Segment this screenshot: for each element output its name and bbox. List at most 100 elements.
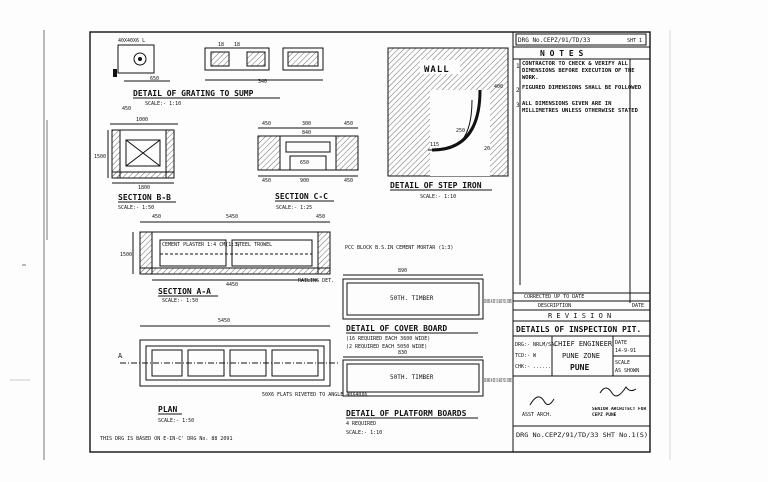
bb-dim-450: 450 [122, 106, 131, 112]
drawing-title: DETAILS OF INSPECTION PIT. [516, 325, 641, 334]
platform-boards-scale: SCALE:- 1:10 [346, 430, 382, 436]
revision-date-col: DATE [632, 303, 644, 309]
scale-value: AS SHOWN [615, 368, 639, 374]
section-bb-scale: SCALE:- 1:50 [118, 205, 154, 211]
scale-label: SCALE [615, 360, 630, 366]
authority: CHIEF ENGINEER [554, 340, 613, 348]
wall-label: WALL [424, 65, 450, 75]
cc-dim-450a: 450 [262, 121, 271, 127]
plan-scale: SCALE:- 1:50 [158, 418, 194, 424]
cover-board-detail: 890 50TH. TIMBER IRON BONDS 40 WIDE 6 SQ… [342, 268, 512, 350]
grating-dim-18a: 18 [218, 42, 224, 48]
sign-left-caption: ASST ARCH. [522, 412, 552, 418]
step-iron-scale: SCALE:- 1:10 [420, 194, 456, 200]
plan-note: 50X6 FLATS RIVETED TO ANGLE 40X40X6 [262, 392, 367, 398]
grating-dim-18b: 18 [234, 42, 240, 48]
note-2-num: 2 [516, 87, 520, 94]
grating-title: DETAIL OF GRATING TO SUMP [133, 89, 254, 98]
date-value: 14-9-91 [615, 348, 636, 354]
step-iron-detail: WALL 115 250 400 20 DETAIL OF STEP IRON … [387, 47, 509, 200]
platform-boards-title: DETAIL OF PLATFORM BOARDS [346, 409, 467, 418]
aa-dim-450a: 450 [152, 214, 161, 220]
section-cc-scale: SCALE:- 1:25 [276, 205, 312, 211]
drawing-no-top: DRG No.CEPZ/91/TD/33 [518, 37, 591, 44]
cover-board-sub1: (16 REQUIRED EACH 3600 WIDE) [346, 336, 430, 342]
step-dim-400: 400 [494, 84, 503, 90]
section-aa-title: SECTION A-A [158, 287, 211, 296]
revision-corrected: CORRECTED UP TO DATE [524, 294, 584, 300]
title-block: DRG No.CEPZ/91/TD/33 SHT 1 N O T E S 1 C… [513, 33, 650, 439]
cover-board-sub2: (2 REQUIRED EACH 5050 WIDE) [346, 344, 427, 350]
date-label: DATE [615, 340, 627, 346]
drawing-no-bottom: DRG No.CEPZ/91/TD/33 SHT No.1(S) [516, 432, 648, 439]
grating-dim-650: 650 [150, 76, 159, 82]
cover-board-title: DETAIL OF COVER BOARD [346, 324, 447, 333]
section-aa-scale: SCALE:- 1:50 [162, 298, 198, 304]
city: PUNE [570, 363, 589, 372]
cc-dim-450c: 450 [262, 178, 271, 184]
step-iron-title: DETAIL OF STEP IRON [390, 181, 482, 190]
platform-dim: 830 [398, 350, 407, 356]
platform-boards-sub: 4 REQUIRED [346, 421, 376, 427]
platform-boards-detail: 830 50TH. TIMBER IRON BANDS 40 WIDE 6 SQ… [342, 350, 512, 436]
title-block-frame [512, 31, 651, 453]
cover-timber-label: 50TH. TIMBER [390, 295, 434, 302]
section-bb: 450 1000 1500 1800 SECTION B-B SCALE:- 1… [94, 106, 178, 211]
angle-label: 40X40X6 L [118, 38, 145, 44]
cover-band-note: IRON BONDS 40 WIDE 6 SQ GAUGE THICK (SCR… [484, 299, 512, 305]
scan-marks [10, 30, 671, 460]
aa-dim-450b: 450 [316, 214, 325, 220]
aa-note-pcc: PCC BLOCK B.S.IN CEMENT MORTAR (1:3) [345, 245, 453, 251]
cc-dim-450d: 450 [344, 178, 353, 184]
cc-dim-300: 300 [302, 121, 311, 127]
note-1-text: CONTRACTOR TO CHECK & VERIFY ALL DIMENSI… [522, 61, 635, 81]
plan-view: 5450 A 50X6 FLATS RIVETED TO ANGLE 40X40… [118, 318, 367, 424]
note-1-num: 1 [516, 63, 520, 70]
sign-right-caption: SENIOR ARCHITECT FOR CEPZ PUNE [592, 407, 647, 418]
grating-scale: SCALE:- 1:10 [145, 101, 181, 107]
aa-note-plaster: CEMENT PLASTER 1:4 CM(1:3) [162, 242, 240, 248]
aa-dim-1500: 1500 [120, 252, 132, 258]
step-dim-20: 20 [484, 146, 490, 152]
sheet-top: SHT 1 [627, 38, 642, 44]
cc-dim-840: 840 [302, 130, 311, 136]
grating-detail: 40X40X6 L 650 18 18 340 DETAIL OF GRATIN… [113, 38, 324, 107]
bb-dim-1800: 1800 [138, 185, 150, 191]
cc-dim-900: 900 [300, 178, 309, 184]
platform-timber-label: 50TH. TIMBER [390, 374, 434, 381]
note-3-text: ALL DIMENSIONS GIVEN ARE IN MILLIMETRES … [522, 101, 638, 114]
bb-dim-1000: 1000 [136, 117, 148, 123]
footnote: THIS DRG IS BASED ON E-IN-C' DRG No. 88 … [100, 436, 232, 442]
revision-heading: R E V I S I O N [548, 312, 611, 320]
note-2-text: FIGURED DIMENSIONS SHALL BE FOLLOWED [522, 85, 642, 91]
section-bb-title: SECTION B-B [118, 193, 171, 202]
aa-dim-5450: 5450 [226, 214, 238, 220]
notes-heading: N O T E S [540, 49, 584, 58]
tb-label-drg: DRG:- NRLM/SAL [515, 342, 557, 348]
plan-dim-5450: 5450 [218, 318, 230, 324]
section-cc-title: SECTION C-C [275, 192, 328, 201]
cover-dim: 890 [398, 268, 407, 274]
step-dim-115: 115 [430, 142, 439, 148]
step-dim-250: 250 [456, 128, 465, 134]
zone: PUNE ZONE [562, 352, 600, 360]
plan-title: PLAN [158, 405, 177, 414]
revision-description-col: DESCRIPTION [538, 303, 571, 309]
aa-note-trowel: STEEL TROWEL [236, 242, 272, 248]
signature-senior-architect [599, 386, 637, 397]
tb-label-chk: CHK:- ...... [515, 364, 551, 370]
aa-dim-4450: 4450 [226, 282, 238, 288]
signature-asst-arch [529, 396, 555, 406]
aa-note-railing: RAILING DET. [298, 278, 334, 284]
cc-dim-450b: 450 [344, 121, 353, 127]
grating-dim-340: 340 [258, 79, 267, 85]
cc-dim-650: 650 [300, 160, 309, 166]
section-cc: 450 300 450 840 650 450 900 450 SECTION … [257, 121, 359, 211]
note-3-num: 3 [516, 102, 520, 109]
section-aa: 450 5450 450 1500 CEMENT PLASTER 1:4 CM(… [120, 214, 453, 304]
tb-label-tcd: TCD:- W [515, 353, 537, 359]
plan-section-marker: A [118, 352, 123, 360]
bb-dim-1500: 1500 [94, 154, 106, 160]
